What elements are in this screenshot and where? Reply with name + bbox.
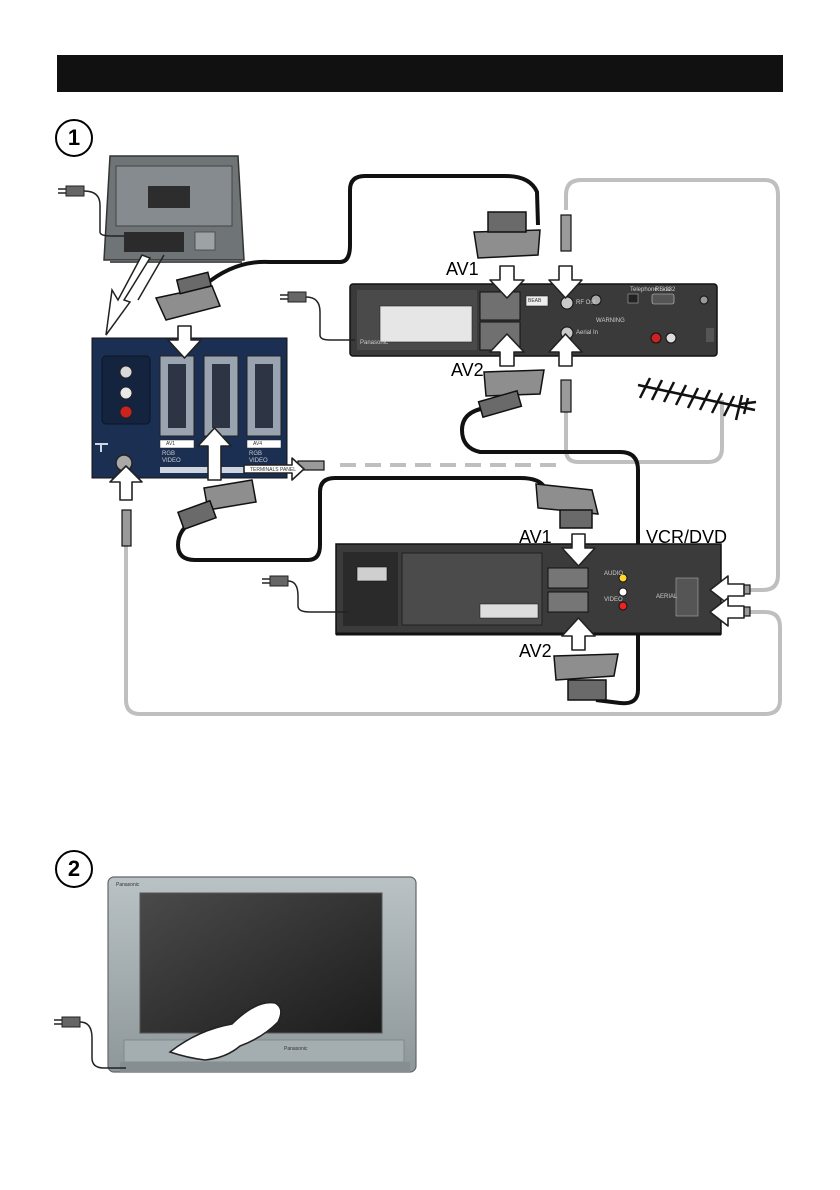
vcr-dvd-unit (335, 543, 722, 636)
aerial-antenna-icon (637, 377, 757, 421)
receiver-av1-label: AV1 (446, 259, 479, 279)
tv-terminal-panel (91, 337, 288, 479)
tv-brand-bottom: Panasonic (284, 1046, 308, 1052)
panel-video-label-4: VIDEO (249, 458, 268, 464)
plug-icon (262, 575, 348, 613)
receiver-box (349, 283, 718, 357)
receiver-beab-label: BEAB (528, 298, 542, 304)
step-1-badge: 1 (55, 119, 93, 157)
receiver-warning-label: WARNING (596, 318, 625, 324)
plug-icon (54, 1016, 126, 1069)
scart-plug (535, 483, 599, 529)
receiver-rs232-label: RS-232 (655, 287, 676, 293)
vcr-dvd-label: VCR/DVD (646, 527, 728, 547)
plug-icon (280, 291, 355, 341)
panel-av1-label: AV1 (166, 441, 176, 447)
panel-rgb-label: RGB (162, 451, 176, 457)
vcr-av1-label: AV1 (519, 527, 552, 547)
receiver-av2-label: AV2 (451, 360, 484, 380)
tv-front-view (107, 876, 417, 1073)
vcr-audio-label: AUDIO (604, 571, 624, 577)
panel-av4-label: AV4 (253, 441, 263, 447)
scart-plug (553, 653, 619, 701)
vcr-aerial-label: AERIAL (656, 594, 678, 600)
scart-plug (477, 369, 545, 419)
plug-icon (58, 185, 124, 237)
vcr-av2-label: AV2 (519, 641, 552, 661)
direction-arrow-icon (109, 265, 745, 651)
vcr-video-label: VIDEO (604, 597, 623, 603)
panel-terminal-label: TERMINALS PANEL (250, 467, 297, 473)
scart-cables-black (175, 174, 640, 706)
tv-rear-view (103, 155, 245, 263)
receiver-telephone-label: Telephone Line (630, 287, 671, 293)
scart-plug (154, 271, 222, 321)
scart-plug (473, 211, 541, 259)
scart-plug (176, 479, 257, 531)
callout-arrow-icon (105, 254, 152, 336)
panel-video-label: VIDEO (162, 458, 181, 464)
section-header-bar (57, 55, 783, 92)
receiver-aerial-in-label: Aerial In (576, 330, 599, 336)
aerial-cables-gray (124, 178, 782, 716)
receiver-rf-out-label: RF Out (576, 300, 596, 306)
tv-brand-top: Panasonic (116, 882, 140, 888)
panel-rgb-label-4: RGB (249, 451, 263, 457)
step-2-badge: 2 (55, 850, 93, 888)
receiver-brand: Panasonic (360, 340, 389, 346)
hand-pointer-icon (168, 1001, 282, 1061)
